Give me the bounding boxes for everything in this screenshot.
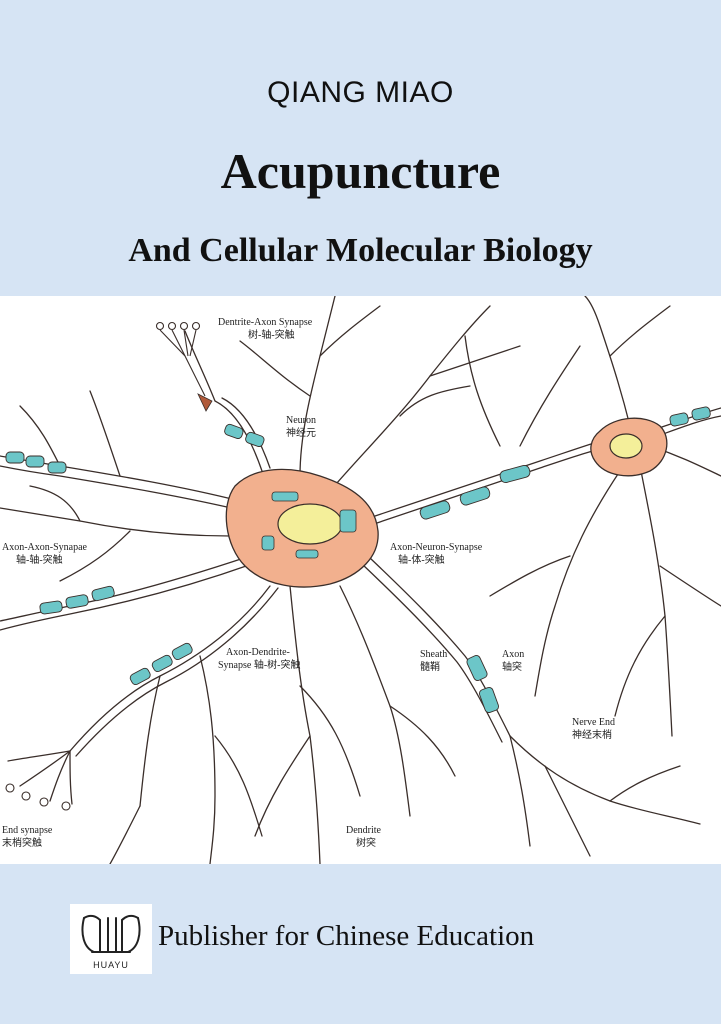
label-axon-neuron-synapse-en: Axon-Neuron-Synapse xyxy=(390,542,483,553)
label-neuron-en: Neuron xyxy=(286,415,316,426)
label-dendrite: Dendrite 树突 xyxy=(346,824,381,850)
label-axon-neuron-synapse: Axon-Neuron-Synapse 轴-体-突触 xyxy=(390,541,482,567)
label-axon-axon-synapse: Axon-Axon-Synapae 轴-轴-突触 xyxy=(2,541,87,567)
label-end-synapse-en: End synapse xyxy=(2,825,53,836)
label-dendrite-axon-synapse-en: Dentrite-Axon Synapse xyxy=(218,317,313,328)
label-axon-neuron-synapse-cn: 轴-体-突触 xyxy=(398,555,445,566)
lyre-icon xyxy=(81,914,141,953)
label-axon: Axon 轴突 xyxy=(502,648,524,674)
logo-text: HUAYU xyxy=(93,960,129,970)
label-axon-en: Axon xyxy=(502,649,525,660)
label-dendrite-cn: 树突 xyxy=(356,838,376,849)
book-title: Acupuncture xyxy=(220,143,501,199)
label-neuron-cn: 神经元 xyxy=(286,428,316,439)
label-axon-cn: 轴突 xyxy=(502,662,522,673)
neuron-drawing xyxy=(0,296,721,864)
label-nerve-end-cn: 神经末梢 xyxy=(572,730,612,741)
label-neuron: Neuron 神经元 xyxy=(286,414,316,440)
label-dendrite-axon-synapse-cn: 树-轴-突触 xyxy=(248,330,295,341)
label-axon-dendrite-synapse: Axon-Dendrite- Synapse 轴-树-突触 xyxy=(218,646,301,672)
author-name: QIANG MIAO xyxy=(267,76,454,109)
label-end-synapse: End synapse 末梢突触 xyxy=(2,824,52,850)
label-nerve-end-en: Nerve End xyxy=(572,717,616,728)
label-axon-axon-synapse-cn: 轴-轴-突触 xyxy=(16,555,63,566)
label-sheath-en: Sheath xyxy=(420,649,448,660)
publisher-name: Publisher for Chinese Education xyxy=(158,920,535,952)
label-dendrite-en: Dendrite xyxy=(346,825,381,836)
label-axon-axon-synapse-en: Axon-Axon-Synapae xyxy=(2,542,87,553)
book-subtitle: And Cellular Molecular Biology xyxy=(128,232,593,269)
label-sheath: Sheath 髓鞘 xyxy=(420,648,447,674)
neuron-illustration: Dentrite-Axon Synapse 树-轴-突触 Neuron 神经元 … xyxy=(0,296,721,864)
publisher-logo: HUAYU xyxy=(70,904,152,974)
label-end-synapse-cn: 末梢突触 xyxy=(2,838,42,849)
label-nerve-end: Nerve End 神经末梢 xyxy=(572,716,615,742)
label-dendrite-axon-synapse: Dentrite-Axon Synapse 树-轴-突触 xyxy=(218,316,312,342)
label-sheath-cn: 髓鞘 xyxy=(420,662,440,673)
label-axon-dendrite-synapse-2: Synapse 轴-树-突触 xyxy=(218,660,301,671)
label-axon-dendrite-synapse-1: Axon-Dendrite- xyxy=(226,647,290,658)
